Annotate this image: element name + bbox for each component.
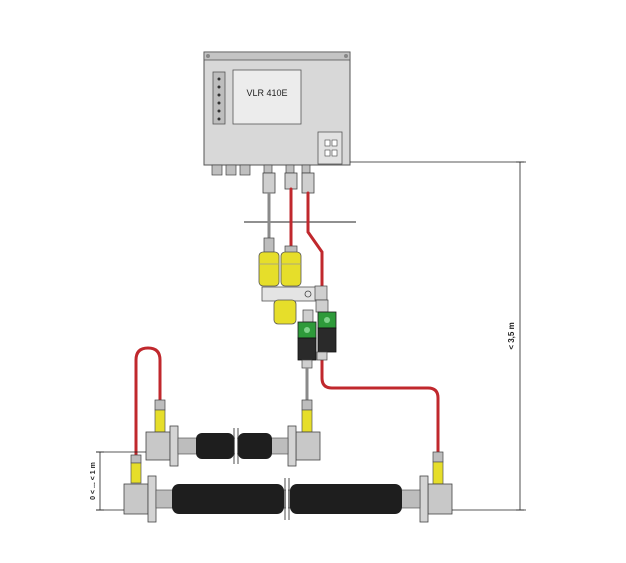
led-panel xyxy=(212,71,226,125)
lower-bellows-left xyxy=(172,484,284,514)
yellow-filter-lower xyxy=(273,299,297,325)
upper-left-sensor xyxy=(154,409,166,433)
height-dimension xyxy=(350,161,526,511)
yellow-filter-left xyxy=(258,251,280,287)
valve-block xyxy=(297,285,337,369)
lower-flange-right xyxy=(427,483,453,515)
upper-flange-left xyxy=(145,431,171,461)
lower-flange-left xyxy=(123,483,149,515)
dark-valve-right xyxy=(317,327,337,353)
yellow-filter-right xyxy=(280,251,302,287)
gap-dimension xyxy=(96,451,146,511)
upper-compensator xyxy=(145,399,321,467)
controller-device: VLR 410E xyxy=(203,51,351,176)
upper-bellows-left xyxy=(196,433,234,459)
red-hose-to-valve xyxy=(306,191,324,288)
device-model-label: VLR 410E xyxy=(246,88,287,98)
cable-glands xyxy=(211,164,311,176)
filter-assembly xyxy=(258,237,321,325)
height-dimension-label: < 3,5 m xyxy=(507,322,516,349)
lower-compensator xyxy=(123,451,453,523)
red-hoses xyxy=(134,187,440,457)
device-outlet-fittings xyxy=(262,172,315,194)
upper-bellows-right xyxy=(238,433,272,459)
lower-left-sensor xyxy=(130,462,142,484)
display-panel xyxy=(232,69,302,125)
upper-flange-right xyxy=(295,431,321,461)
red-hose-loop-left xyxy=(134,346,162,457)
gap-dimension-label: 0 < ... < 1 m xyxy=(90,462,97,500)
upper-right-sensor xyxy=(301,409,313,433)
red-hose-to-lower-flange xyxy=(320,358,440,454)
device-side-connector xyxy=(317,131,343,165)
lower-right-sensor xyxy=(432,461,444,485)
lower-bellows-right xyxy=(290,484,402,514)
dark-valve-left xyxy=(297,337,317,361)
